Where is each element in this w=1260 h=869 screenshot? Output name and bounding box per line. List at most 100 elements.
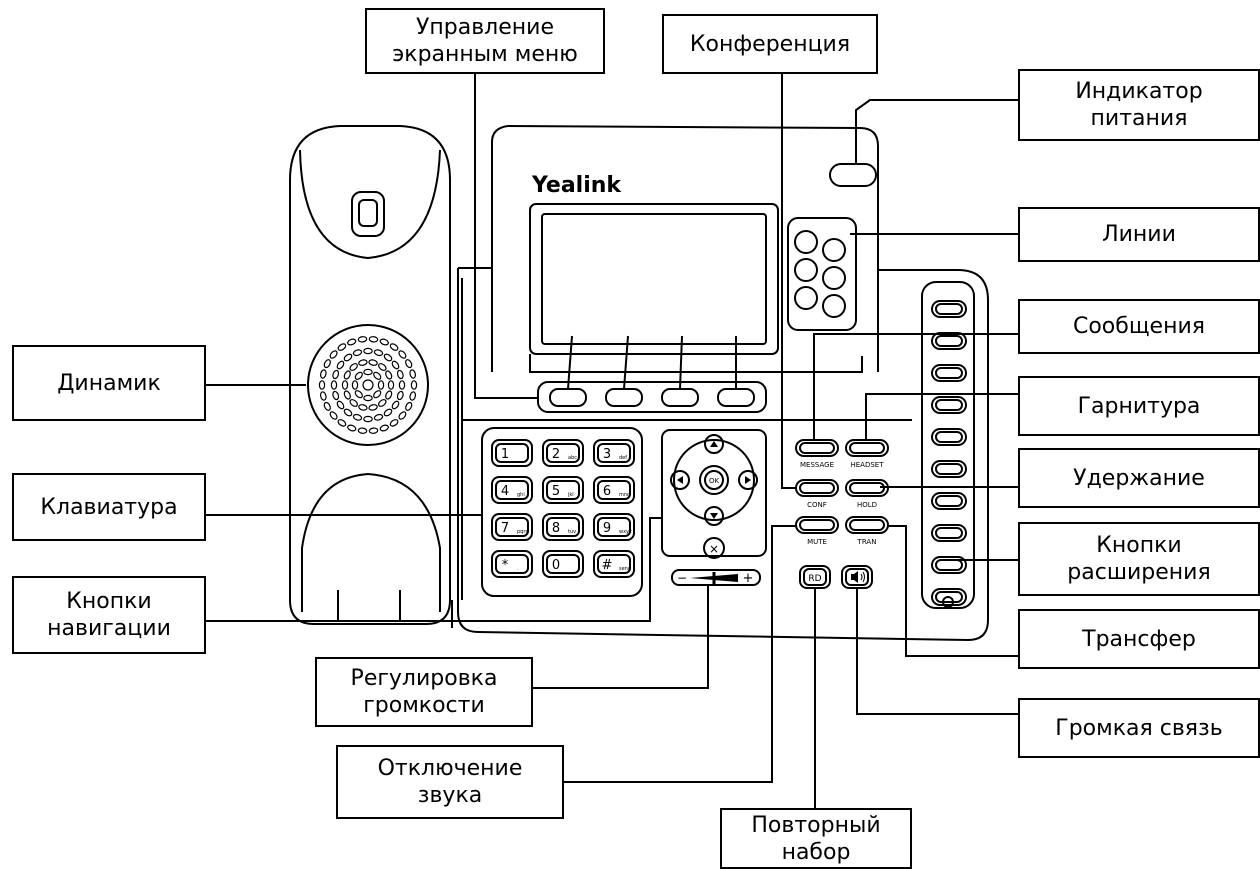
keypad-key-label: 1 [501,447,509,462]
callout-text: Удержание [1073,465,1205,491]
expansion-key-10[interactable] [931,588,967,606]
handset-lower-cup [301,472,441,612]
expansion-key-1[interactable] [931,300,967,318]
speaker-hole [368,336,379,343]
keypad-key-label: 4 [501,484,509,499]
hookswitch-inner [358,199,378,227]
nav-ok-ring [699,465,729,495]
nav-right-button[interactable] [738,470,758,490]
headset-button-inner [849,442,885,454]
hold-button-label: HOLD [857,501,877,509]
leader-volume [533,586,709,689]
nav-left-button[interactable] [670,470,690,490]
leader-mute [564,525,796,783]
keypad-key-10[interactable] [491,550,533,578]
leader-menu [474,74,538,399]
keypad-key-label: 8 [552,521,560,536]
handset-upper-cup [299,149,441,260]
speaker-hole [373,413,384,421]
nav-ok-button[interactable] [704,470,724,490]
speaker-hole [373,371,382,380]
expansion-key-5[interactable] [931,428,967,446]
line-key-1[interactable] [794,230,818,254]
keypad-key-2[interactable] [542,439,584,467]
nav-right-icon [745,476,751,484]
expansion-key-4[interactable] [931,396,967,414]
line-key-4[interactable] [822,266,846,290]
line-key-3[interactable] [794,258,818,282]
nav-cancel-button[interactable] [703,537,725,559]
brand-logo: Yealink [531,173,622,198]
softkey-3[interactable] [661,388,699,407]
expansion-key-6[interactable] [931,460,967,478]
keypad-key-inner [597,554,631,574]
leader-power [855,99,1018,164]
nav-cancel-label: × [709,542,719,556]
conf-button-label: CONF [807,501,827,509]
keypad-key-9[interactable] [593,513,635,541]
expansion-key-3[interactable] [931,364,967,382]
callout-hold: Удержание [1018,448,1260,508]
line-key-2[interactable] [822,238,846,262]
keypad-key-12[interactable] [593,550,635,578]
keypad-key-3[interactable] [593,439,635,467]
keypad-key-sublabel: ghi [517,492,525,498]
speaker-hole [368,404,378,411]
nav-up-icon [710,441,718,447]
leader-lines [206,74,1018,808]
keypad-key-inner [495,517,529,537]
keypad-key-11[interactable] [542,550,584,578]
callout-text: Гарнитура [1077,393,1201,419]
keypad-key-label: 3 [603,447,611,462]
nav-up-button[interactable] [704,434,724,454]
softkey-4[interactable] [717,388,755,407]
callout-text: Трансфер [1082,626,1196,652]
callout-text: звука [417,783,483,808]
softkey-2[interactable] [605,388,643,407]
speaker-holes [318,336,418,434]
keypad-key-sublabel: wxyz [619,529,632,535]
keypad-key-5[interactable] [542,476,584,504]
softkey-1[interactable] [549,388,587,407]
expansion-keys [931,300,967,606]
speaker-hole [352,413,363,421]
speaker-hole [398,411,407,420]
line-key-5[interactable] [794,286,818,310]
nav-down-button[interactable] [704,506,724,526]
hookswitch[interactable] [351,191,385,237]
keypad-key-4[interactable] [491,476,533,504]
callout-text: Линии [1102,222,1176,247]
speaker-hole [343,370,351,380]
speaker-hole [337,419,347,427]
speaker-hole [319,391,327,401]
speaker-hole [389,419,399,427]
callout-speakerphone: Громкая связь [1018,698,1260,758]
nav-down-icon [710,513,718,519]
keypad-key-7[interactable] [491,513,533,541]
speaker-hole [336,400,345,410]
speaker-hole [354,371,363,380]
expansion-key-inner [935,527,963,539]
keypad-key-8[interactable] [542,513,584,541]
keypad-key-1[interactable] [491,439,533,467]
speaker-hole [385,370,393,380]
keypad-key-sublabel: . [517,566,519,572]
expansion-key-9[interactable] [931,556,967,574]
message-button-label: MESSAGE [800,461,834,469]
speaker-hole [349,399,358,407]
speaker-hole [363,368,373,376]
line-key-6[interactable] [822,294,846,318]
expansion-key-8[interactable] [931,524,967,542]
expansion-key-7[interactable] [931,492,967,510]
callout-text: Сообщения [1072,314,1206,339]
speaker-hole [358,359,368,366]
speaker-hole [383,408,393,417]
keypad-key-label: 2 [552,447,560,462]
keypad-key-6[interactable] [593,476,635,504]
speakerphone-button-inner [845,568,869,586]
volume-bar[interactable] [671,569,761,586]
message-button[interactable] [795,439,839,457]
expansion-key-inner [935,367,963,379]
